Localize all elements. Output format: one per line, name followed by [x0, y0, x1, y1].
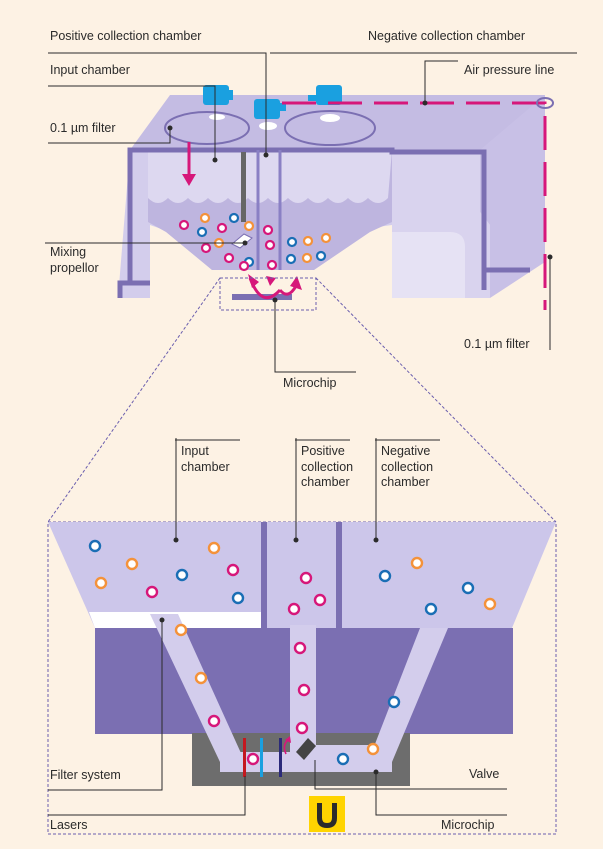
detail-cells [88, 539, 497, 766]
label-input-chamber: Input chamber [50, 63, 130, 77]
laser-blue [260, 738, 263, 777]
laser-navy [279, 738, 282, 777]
detail-leader-lines [48, 438, 507, 816]
top-leader-lines [45, 52, 577, 373]
label-mixing-propellor: Mixing propellor [50, 245, 99, 275]
label-lasers: Lasers [50, 818, 88, 832]
label-positive-collection-chamber: Positive collection chamber [50, 29, 202, 43]
air-pressure-line [282, 101, 547, 310]
magnet-icon [309, 796, 345, 832]
detail-view [47, 521, 557, 835]
label-positive-collection-chamber-detail: Positive collection chamber [301, 444, 354, 490]
label-input-chamber-detail: Input chamber [181, 444, 230, 474]
machine-lid [130, 95, 545, 150]
input-cap-icon [203, 85, 229, 105]
label-air-pressure-line: Air pressure line [464, 63, 555, 77]
top-cells [178, 212, 332, 272]
sorter-machine [117, 85, 554, 310]
propellor-icon [231, 233, 253, 249]
zoom-box [219, 277, 317, 311]
label-filter-right: 0.1 µm filter [464, 337, 530, 351]
negative-cap-icon [316, 85, 342, 105]
valve-icon [296, 738, 316, 760]
label-microchip-bottom: Microchip [441, 818, 495, 832]
label-negative-collection-chamber-detail: Negative collection chamber [381, 444, 434, 490]
positive-cap-icon [254, 99, 280, 119]
label-microchip-top: Microchip [283, 376, 337, 390]
laser-red [243, 738, 246, 777]
label-negative-collection-chamber: Negative collection chamber [368, 29, 526, 43]
label-valve: Valve [469, 767, 500, 781]
label-filter-system: Filter system [50, 768, 121, 782]
label-filter-top: 0.1 µm filter [50, 121, 116, 135]
